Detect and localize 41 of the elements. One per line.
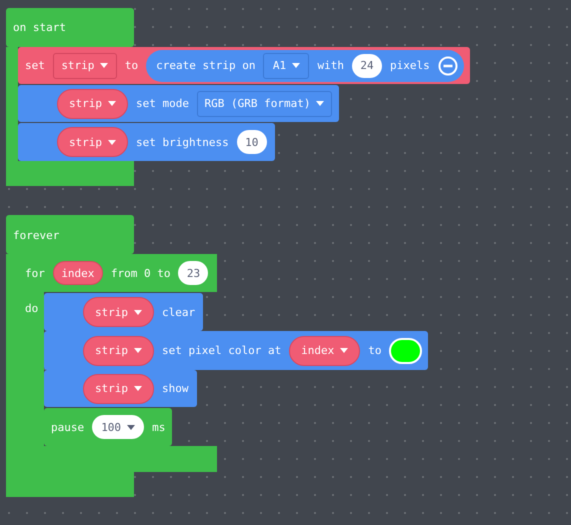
code-block	[44, 293, 204, 331]
block-label: to	[368, 344, 382, 357]
number-field: 10	[236, 130, 267, 154]
block-label: do	[25, 302, 38, 315]
dropdown: RGB (GRB format)	[196, 90, 332, 116]
block-label: forever	[13, 228, 60, 242]
block-label: set pixel color at	[162, 344, 282, 357]
block-label: from 0 to	[110, 266, 170, 280]
code-block	[18, 85, 339, 122]
variable-dropdown: strip	[83, 297, 154, 327]
variable-dropdown: index	[289, 336, 360, 366]
number-field: 24	[352, 54, 382, 78]
block-label: create strip on	[156, 59, 256, 72]
code-block	[44, 370, 196, 407]
variable-dropdown: strip	[57, 127, 128, 157]
code-block	[18, 47, 470, 84]
block-label: clear	[162, 306, 196, 318]
block-label: show	[162, 382, 188, 395]
block-label: ms	[152, 420, 166, 434]
block-label: pixels	[390, 59, 430, 72]
block-label: set	[25, 59, 45, 72]
block-label: pause	[51, 420, 84, 434]
code-block	[18, 123, 275, 161]
reporter-block	[146, 50, 464, 82]
number-field: 100	[92, 415, 144, 439]
block-label: on start	[13, 21, 66, 34]
variable-dropdown: strip	[83, 336, 154, 366]
block-label: set mode	[136, 97, 189, 110]
code-block	[44, 331, 428, 370]
event-block	[6, 215, 134, 254]
variable-dropdown: strip	[57, 88, 128, 118]
variable-dropdown: index	[52, 261, 103, 285]
color-picker	[389, 338, 422, 364]
dropdown: A1	[263, 52, 310, 78]
block-label: to	[124, 59, 138, 72]
event-block	[6, 8, 134, 47]
variable-dropdown: strip	[83, 374, 154, 404]
block-label: with	[317, 59, 344, 72]
block-label: for	[25, 266, 45, 280]
dropdown: strip	[52, 52, 117, 78]
block-label: set brightness	[136, 136, 229, 148]
